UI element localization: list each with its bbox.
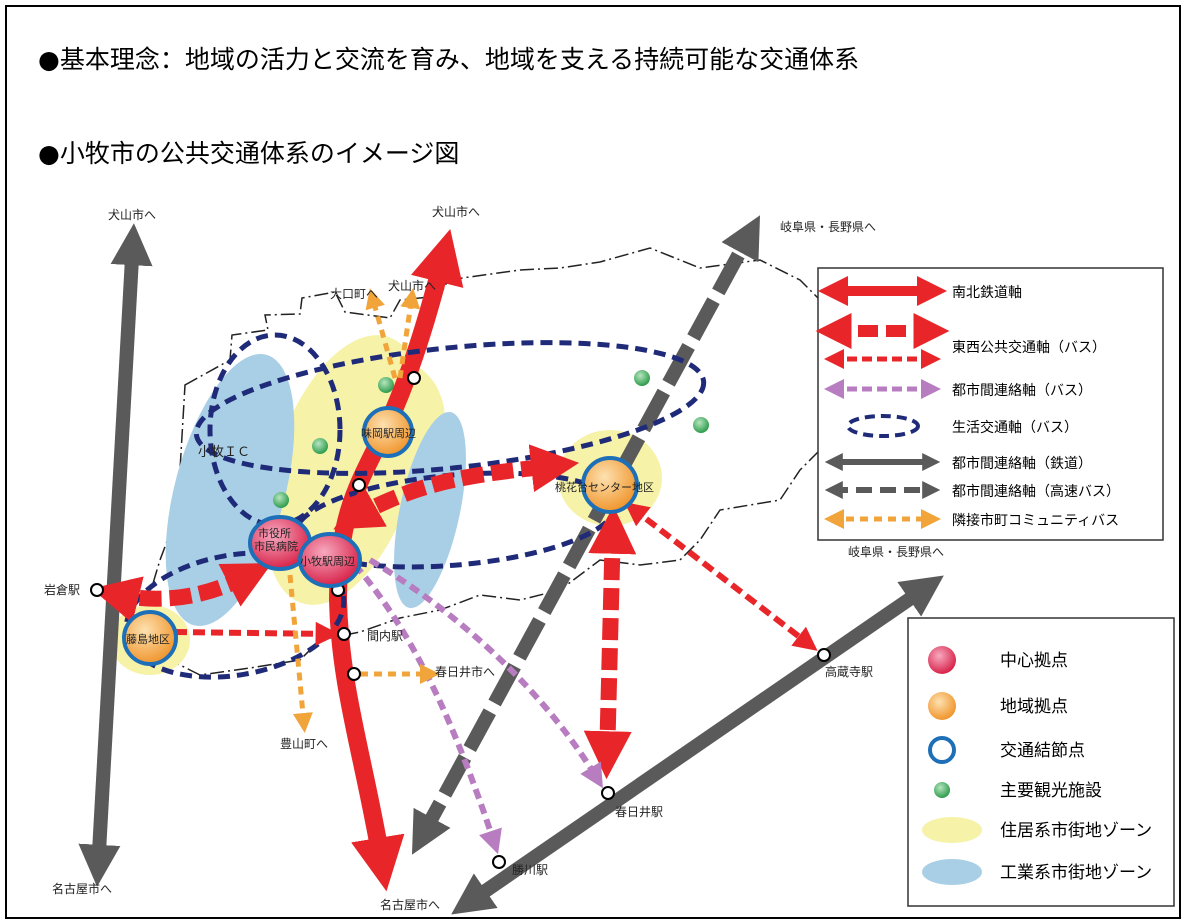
legend-symbol-transit-node: [928, 736, 956, 764]
label-manai: 間内駅: [367, 629, 403, 643]
intercity-rail-west: [78, 223, 153, 887]
label-fujishima: 藤島地区: [126, 632, 170, 646]
legend-label-tourism: 主要観光施設: [1000, 781, 1102, 801]
label-kachigawa: 勝川駅: [512, 862, 548, 877]
label-kasugai-city: 春日井市へ: [435, 664, 495, 679]
legend-label-center-node: 中心拠点: [1000, 651, 1068, 671]
life-bus-loop: [207, 332, 343, 528]
diagram-frame: [5, 5, 1181, 919]
legend-symbol-life-bus: [846, 414, 920, 438]
legend-label-industrial: 工業系市街地ゾーン: [1000, 863, 1152, 883]
label-nagoya-center: 名古屋市へ: [380, 897, 440, 912]
legend-label-region-node: 地域拠点: [1000, 697, 1068, 717]
label-nagoya-left: 名古屋市へ: [52, 881, 112, 896]
diagram-heading: ●小牧市の公共交通体系のイメージ図: [38, 139, 460, 168]
tourism-point: [634, 370, 650, 386]
label-ajioka: 味岡駅周辺: [361, 427, 416, 440]
label-tokadai: 桃花台センター地区: [555, 480, 654, 494]
legend-label-community-bus: 隣接市町コミュニティバス: [952, 512, 1119, 529]
label-shiyakusho: 市役所市民病院: [254, 526, 298, 553]
label-komaki-ic: 小牧ＩＣ: [198, 445, 250, 460]
label-gifu-top: 岐阜県・長野県へ: [780, 220, 876, 234]
label-kozoji: 高蔵寺駅: [825, 664, 873, 679]
regional-node-tokadai: [581, 456, 639, 514]
intercity-bus-axis: [368, 557, 603, 789]
label-oguchi: 大口町へ: [330, 287, 378, 301]
label-inuyama-small: 犬山市へ: [388, 278, 436, 293]
legend-symbol-region-node: [928, 692, 956, 720]
legend-symbol-industrial: [922, 859, 982, 885]
station-node: [407, 371, 421, 385]
label-inuyama-left: 犬山市へ: [108, 207, 156, 222]
east-west-bus-axis: [91, 563, 273, 624]
principle-heading: ●基本理念：地域の活力と交流を育み、地域を支える持続可能な交通体系: [38, 45, 860, 74]
legend-label-ns-rail: 南北鉄道軸: [952, 285, 1022, 301]
legend-label-intercity-rail: 都市間連絡軸（鉄道）: [952, 455, 1092, 472]
tourism-point: [273, 492, 289, 508]
legend-label-highway-bus: 都市間連絡軸（高速バス）: [952, 483, 1120, 500]
center-node-komaki: [298, 532, 362, 588]
legend-label-life-bus: 生活交通軸（バス）: [952, 419, 1078, 436]
station-node: [347, 667, 361, 681]
label-iwakura: 岩倉駅: [44, 582, 80, 597]
regional-node-fujishima: [122, 610, 178, 666]
east-west-bus-sub: [174, 621, 340, 646]
label-gifu-mid: 岐阜県・長野県へ: [848, 545, 944, 559]
legend-symbol-residential: [922, 817, 982, 843]
legend-symbol-center-node: [928, 646, 956, 674]
tourism-point: [378, 377, 394, 393]
station-node: [337, 627, 351, 641]
east-west-bus-sub: [624, 502, 818, 651]
community-bus-route: [287, 574, 313, 733]
east-west-bus-axis: [583, 505, 637, 780]
label-toyoyama: 豊山町へ: [280, 737, 328, 751]
tourism-point: [693, 417, 709, 433]
station-node: [601, 786, 615, 800]
station-node: [817, 648, 831, 662]
tourism-point: [312, 438, 328, 454]
legend-label-residential: 住居系市街地ゾーン: [1000, 821, 1152, 841]
station-node: [492, 855, 506, 869]
legend-label-transit-node: 交通結節点: [1000, 741, 1085, 761]
label-komaki-station: 小牧駅周辺: [300, 554, 355, 568]
intercity-bus-axis: [352, 563, 502, 855]
legend-label-ew-bus: 東西公共交通軸（バス）: [952, 339, 1106, 356]
regional-node-ajioka: [362, 406, 414, 458]
station-node: [90, 583, 104, 597]
legend-label-intercity-bus: 都市間連絡軸（バス）: [952, 382, 1092, 399]
label-kasugai-station: 春日井駅: [615, 805, 663, 819]
legend-symbol-tourism: [934, 782, 950, 798]
community-bus-route: [365, 288, 398, 379]
label-inuyama-top: 犬山市へ: [432, 204, 480, 219]
station-node: [352, 478, 366, 492]
east-west-bus-axis: [333, 444, 580, 530]
